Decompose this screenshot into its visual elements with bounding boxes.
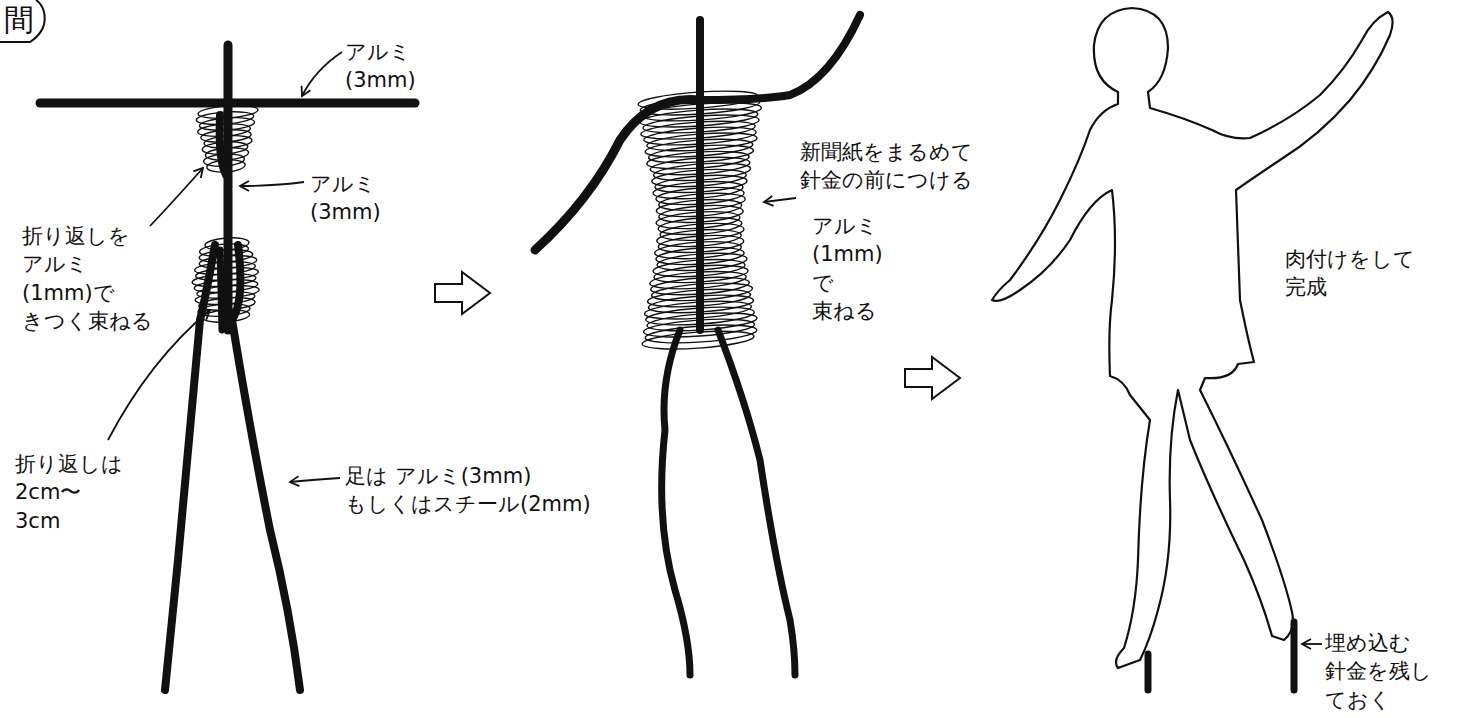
- figure-silhouette: [992, 8, 1393, 668]
- coil-turn: [654, 173, 747, 195]
- coil-turn: [643, 124, 756, 148]
- coil-turn: [646, 149, 749, 172]
- callout-note: アルミ(1mm)で 束ねる: [812, 212, 883, 325]
- callout-note: 折り返しを アルミ(1mm)で きつく束ねる: [22, 222, 153, 335]
- coil-turn: [652, 179, 743, 201]
- coil-turn: [649, 269, 746, 292]
- step-arrow: [435, 272, 490, 314]
- coil-turn: [642, 328, 755, 352]
- callout-note: 新聞紙をまるめて 針金の前につける: [800, 138, 973, 195]
- callout-note: 埋め込む 針金を残し ておく: [1325, 629, 1432, 714]
- callout-note: 折り返しは 2cm〜3cm: [15, 450, 123, 535]
- coil-turn: [655, 209, 740, 231]
- wire-skeleton: [535, 15, 860, 675]
- coil-turn: [651, 167, 747, 190]
- coil-turn: [645, 136, 754, 159]
- anchor-wire: [1148, 622, 1294, 690]
- wire-coil: [192, 104, 260, 324]
- page-marker: 間: [4, 0, 34, 41]
- coil-turn: [644, 298, 752, 321]
- corner-bracket: [0, 0, 45, 42]
- step-arrow: [905, 357, 960, 399]
- step-note: 肉付けをして 完成: [1285, 245, 1415, 302]
- leader-line: [108, 52, 342, 482]
- leader-line: [764, 198, 796, 202]
- leader-line: [1302, 643, 1322, 645]
- coil-turn: [206, 159, 245, 174]
- wire-skeleton: [40, 45, 415, 690]
- coil-turn: [650, 155, 751, 178]
- material-note: アルミ(3mm): [345, 38, 416, 95]
- material-note: アルミ(3mm): [310, 170, 381, 227]
- coil-turn: [654, 239, 742, 261]
- material-note: 足は アルミ(3mm) もしくはスチール(2mm): [345, 462, 625, 519]
- wire-coil: [638, 88, 762, 352]
